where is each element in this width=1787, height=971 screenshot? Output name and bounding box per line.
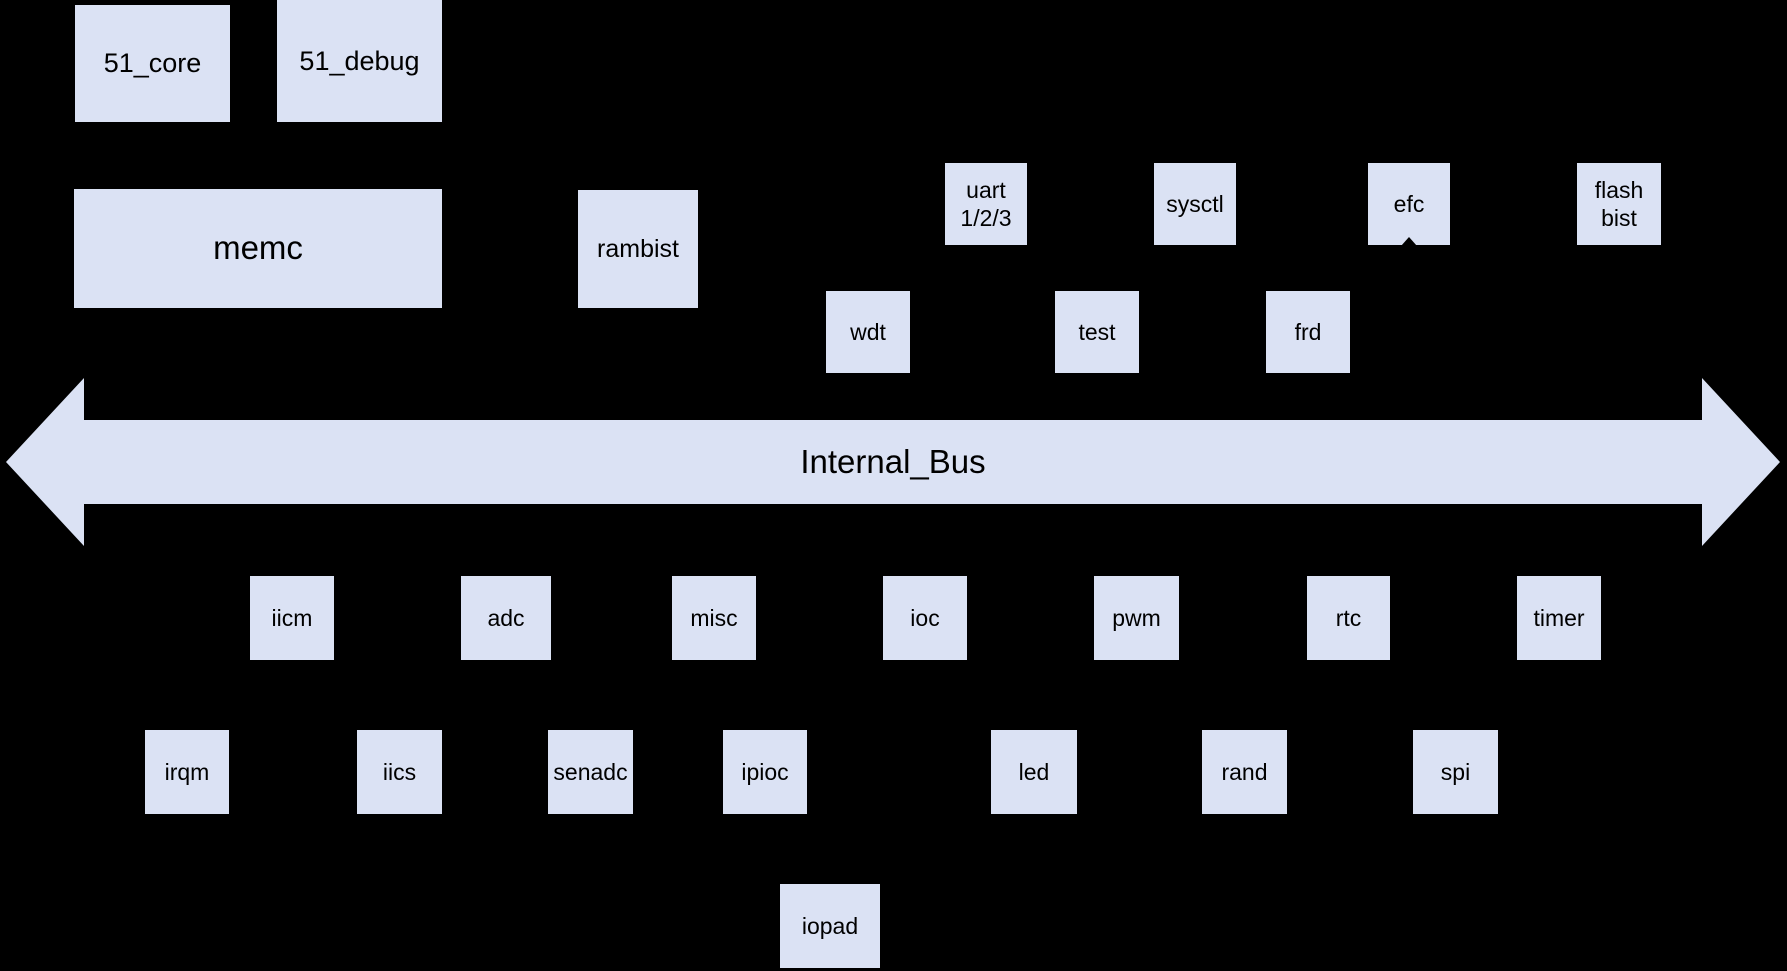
block-rambist[interactable]: rambist [578, 190, 698, 308]
block-51-core[interactable]: 51_core [75, 5, 230, 122]
block-ipioc[interactable]: ipioc [723, 730, 807, 814]
block-timer[interactable]: timer [1517, 576, 1601, 660]
block-iicm[interactable]: iicm [250, 576, 334, 660]
block-label-iics: iics [382, 758, 417, 785]
block-label-iopad: iopad [801, 912, 859, 939]
block-ioc[interactable]: ioc [883, 576, 967, 660]
block-label-pwm: pwm [1112, 604, 1161, 631]
block-label-51-debug: 51_debug [299, 45, 420, 76]
block-rand[interactable]: rand [1202, 730, 1287, 814]
block-rtc[interactable]: rtc [1307, 576, 1390, 660]
block-misc[interactable]: misc [672, 576, 756, 660]
block-label-51-core: 51_core [103, 48, 202, 79]
block-irqm[interactable]: irqm [145, 730, 229, 814]
block-label-ioc: ioc [910, 604, 940, 631]
block-pwm[interactable]: pwm [1094, 576, 1179, 660]
block-senadc[interactable]: senadc [548, 730, 633, 814]
block-test[interactable]: test [1055, 291, 1139, 373]
block-label-adc: adc [487, 604, 525, 631]
internal-bus-label: Internal_Bus [800, 443, 986, 480]
block-51-debug[interactable]: 51_debug [277, 0, 442, 122]
block-adc[interactable]: adc [461, 576, 551, 660]
block-label-ipioc: ipioc [741, 758, 789, 785]
block-label-rtc: rtc [1335, 604, 1362, 631]
efc-notch [1401, 237, 1417, 246]
block-label-wdt: wdt [850, 318, 886, 345]
block-led[interactable]: led [991, 730, 1077, 814]
block-spi[interactable]: spi [1413, 730, 1498, 814]
block-label-rand: rand [1221, 758, 1268, 785]
block-efc[interactable]: efc [1368, 163, 1450, 245]
block-iics[interactable]: iics [357, 730, 442, 814]
block-label-efc: efc [1393, 190, 1425, 217]
block-label-memc: memc [213, 229, 303, 267]
block-frd[interactable]: frd [1266, 291, 1350, 373]
block-label-test: test [1078, 318, 1116, 345]
block-label-timer: timer [1533, 604, 1585, 631]
block-label-rambist: rambist [597, 234, 679, 263]
block-memc[interactable]: memc [74, 189, 442, 308]
block-sysctl[interactable]: sysctl [1154, 163, 1236, 245]
block-label-frd: frd [1294, 318, 1322, 345]
block-label-irqm: irqm [164, 758, 210, 785]
block-label-misc: misc [690, 604, 738, 631]
block-label-senadc: senadc [553, 758, 628, 785]
internal-bus-arrow[interactable]: Internal_Bus [6, 378, 1780, 546]
block-label-spi: spi [1440, 758, 1471, 785]
block-iopad[interactable]: iopad [780, 884, 880, 968]
block-label-sysctl: sysctl [1166, 190, 1224, 217]
block-label-led: led [1018, 758, 1050, 785]
block-wdt[interactable]: wdt [826, 291, 910, 373]
block-label-iicm: iicm [271, 604, 313, 631]
